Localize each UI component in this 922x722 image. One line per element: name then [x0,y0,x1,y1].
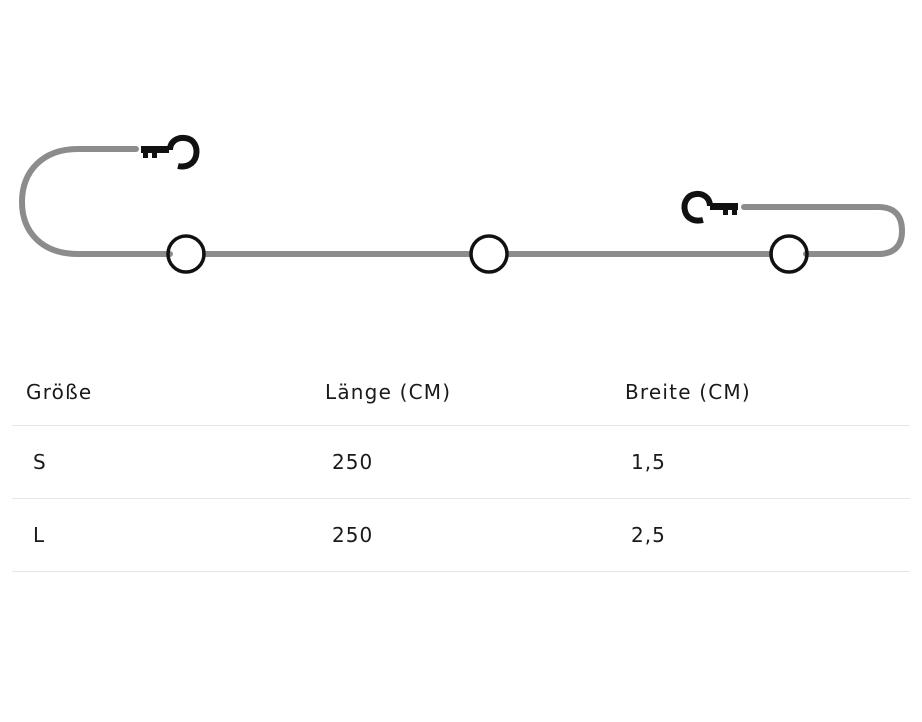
leash-strap-right [741,204,906,257]
o-ring-3 [769,234,809,274]
o-ring-2 [469,234,509,274]
header-width: Breite (CM) [625,380,751,404]
cell-length: 250 [332,450,374,474]
table-row: S 250 1,5 [12,426,910,499]
leash-strap-left [18,146,173,257]
snap-hook-left-icon [141,134,200,170]
table-row: L 250 2,5 [12,499,910,572]
cell-size: S [33,450,47,474]
leash-illustration [0,0,922,330]
cell-width: 2,5 [631,523,666,547]
table-header-row: Größe Länge (CM) Breite (CM) [12,358,910,426]
header-length: Länge (CM) [325,380,452,404]
header-size: Größe [26,380,93,404]
cell-size: L [33,523,46,547]
o-ring-1 [166,234,206,274]
cell-width: 1,5 [631,450,666,474]
cell-length: 250 [332,523,374,547]
snap-hook-right-icon [681,190,738,224]
size-table: Größe Länge (CM) Breite (CM) S 250 1,5 L… [12,358,910,572]
leash-diagram [18,134,906,274]
